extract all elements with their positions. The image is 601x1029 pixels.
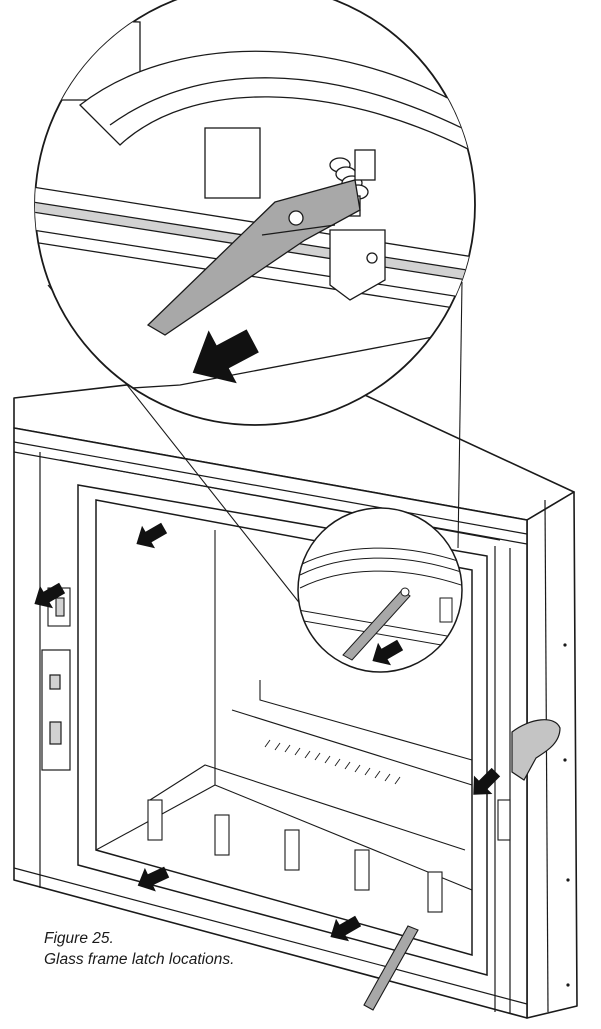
figure-title: Glass frame latch locations. — [44, 951, 235, 968]
control-switch — [49, 674, 61, 690]
grate-post — [354, 849, 370, 891]
control-panel-plate — [41, 649, 71, 771]
latch-arrows — [34, 522, 501, 942]
grate-post — [427, 871, 443, 913]
right-latch-handle — [511, 719, 561, 781]
arrow-icon — [136, 522, 168, 549]
log-grate — [147, 799, 443, 913]
latch-location-circle — [297, 507, 463, 673]
side-fasteners — [563, 643, 570, 987]
figure-number: Figure 25. — [44, 930, 114, 947]
grate-post — [147, 799, 163, 841]
figure-caption: Figure 25. Glass frame latch locations. — [44, 928, 234, 970]
right-latch-bracket — [497, 799, 511, 841]
arrow-icon — [137, 866, 170, 892]
grate-post — [284, 829, 300, 871]
arrow-icon — [192, 329, 259, 384]
firebox-interior — [95, 530, 473, 891]
latch-lever — [146, 179, 361, 336]
arrow-icon — [372, 639, 404, 666]
arrow-icon — [330, 915, 362, 942]
burner-pattern — [264, 739, 401, 785]
control-panel — [41, 649, 71, 771]
bottom-latch-tool — [363, 925, 419, 1011]
control-switch — [49, 721, 62, 745]
magnifier-detail — [34, 0, 476, 426]
grate-post — [214, 814, 230, 856]
arrow-icon — [34, 582, 66, 609]
arrow-icon — [473, 767, 501, 795]
